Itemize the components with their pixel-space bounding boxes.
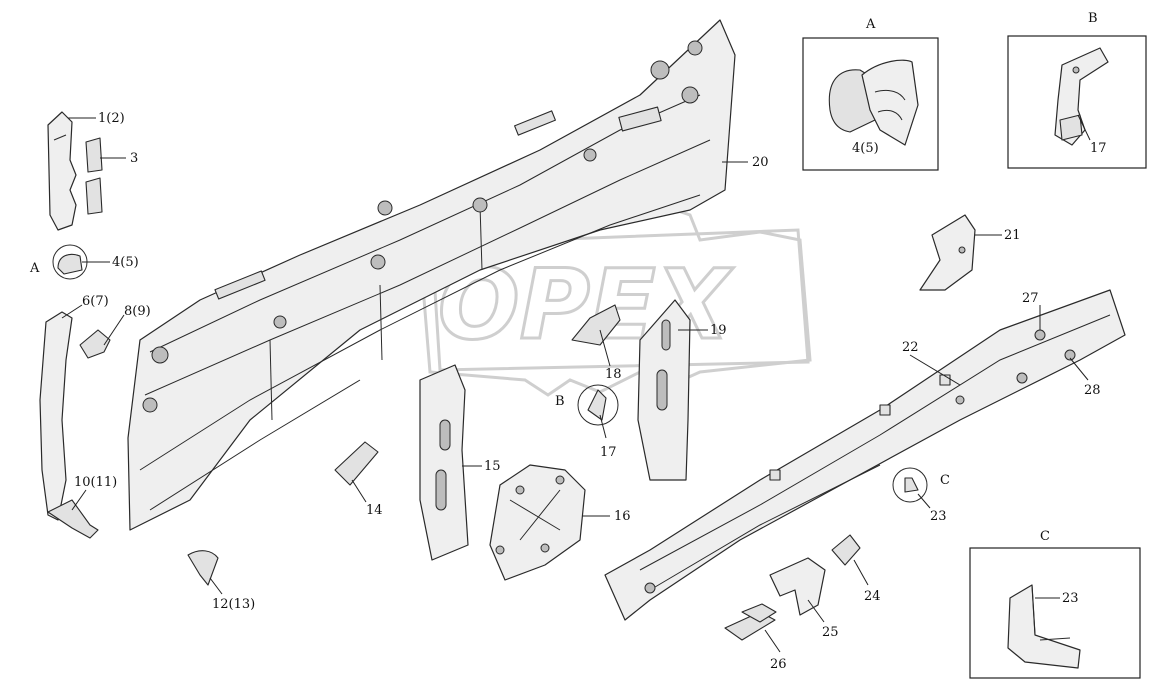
bracket-part-21 xyxy=(919,214,976,291)
callout-4-5: 4(5) xyxy=(112,255,139,270)
callout-24: 24 xyxy=(864,589,881,604)
callout-26: 26 xyxy=(770,657,787,672)
bracket-part-25 xyxy=(769,557,826,616)
bracket-part-12 xyxy=(187,550,219,586)
reinforcement-plate-part-16 xyxy=(489,464,586,581)
callout-17: 17 xyxy=(600,445,617,460)
detail-b-label: 17 xyxy=(1090,141,1107,156)
detail-view-b: B 17 xyxy=(1007,11,1147,169)
bracket-part-14 xyxy=(334,441,379,486)
detail-a-label: 4(5) xyxy=(852,141,879,156)
callout-12-13: 12(13) xyxy=(212,597,255,612)
panel-hole xyxy=(472,197,488,213)
panel-hole xyxy=(687,40,703,56)
bracket-part-10 xyxy=(47,499,99,539)
panel-hole xyxy=(583,148,597,162)
detail-c-title: C xyxy=(1040,529,1050,544)
view-ref-a: A xyxy=(29,261,40,276)
callout-23: 23 xyxy=(930,509,947,524)
detail-view-c: C 23 xyxy=(969,529,1141,679)
panel-hole xyxy=(370,254,386,270)
detail-c-label: 23 xyxy=(1062,591,1079,606)
callout-25: 25 xyxy=(822,625,839,640)
bracket-part-26 xyxy=(724,603,777,641)
cross-member-part-22 xyxy=(604,289,1126,621)
detail-c-frame xyxy=(969,547,1141,679)
callout-19: 19 xyxy=(710,323,727,338)
clip-part-24 xyxy=(831,534,861,566)
callout-10-11: 10(11) xyxy=(74,475,117,490)
detail-a-title: A xyxy=(865,17,876,32)
panel-hole xyxy=(377,200,393,216)
bracket-part-18 xyxy=(571,304,621,346)
view-ref-c: C xyxy=(940,473,950,488)
callout-15: 15 xyxy=(484,459,501,474)
view-c-marker xyxy=(892,467,928,503)
view-ref-b: B xyxy=(555,394,565,409)
back-panel-part-20 xyxy=(127,19,736,531)
panel-hole xyxy=(142,397,158,413)
callout-3: 3 xyxy=(130,151,138,166)
leader-lines xyxy=(61,117,1089,653)
callout-27: 27 xyxy=(1022,291,1039,306)
clip-part-8 xyxy=(79,329,111,359)
pillar-panel-part-15 xyxy=(419,364,469,561)
detail-a-frame xyxy=(802,37,939,171)
bracket-part-3 xyxy=(85,137,103,215)
callout-18: 18 xyxy=(605,367,622,382)
callout-16: 16 xyxy=(614,509,631,524)
detail-b-title: B xyxy=(1088,11,1098,26)
pillar-trim-part-1 xyxy=(47,111,77,231)
callout-1-2: 1(2) xyxy=(98,111,125,126)
panel-hole xyxy=(681,86,699,104)
callout-6-7: 6(7) xyxy=(82,294,109,309)
view-b-marker xyxy=(577,384,619,426)
view-a-marker xyxy=(52,244,88,280)
callout-21: 21 xyxy=(1004,228,1021,243)
detail-view-a: A 4(5) xyxy=(802,17,939,171)
pillar-part-6 xyxy=(39,311,73,521)
pillar-panel-part-19 xyxy=(637,299,691,481)
panel-hole xyxy=(151,346,169,364)
panel-hole xyxy=(273,315,287,329)
callout-20: 20 xyxy=(752,155,769,170)
callout-8-9: 8(9) xyxy=(124,304,151,319)
callout-22: 22 xyxy=(902,340,919,355)
callout-28: 28 xyxy=(1084,383,1101,398)
detail-b-frame xyxy=(1007,35,1147,169)
callout-14: 14 xyxy=(366,503,383,518)
panel-hole xyxy=(650,60,670,80)
